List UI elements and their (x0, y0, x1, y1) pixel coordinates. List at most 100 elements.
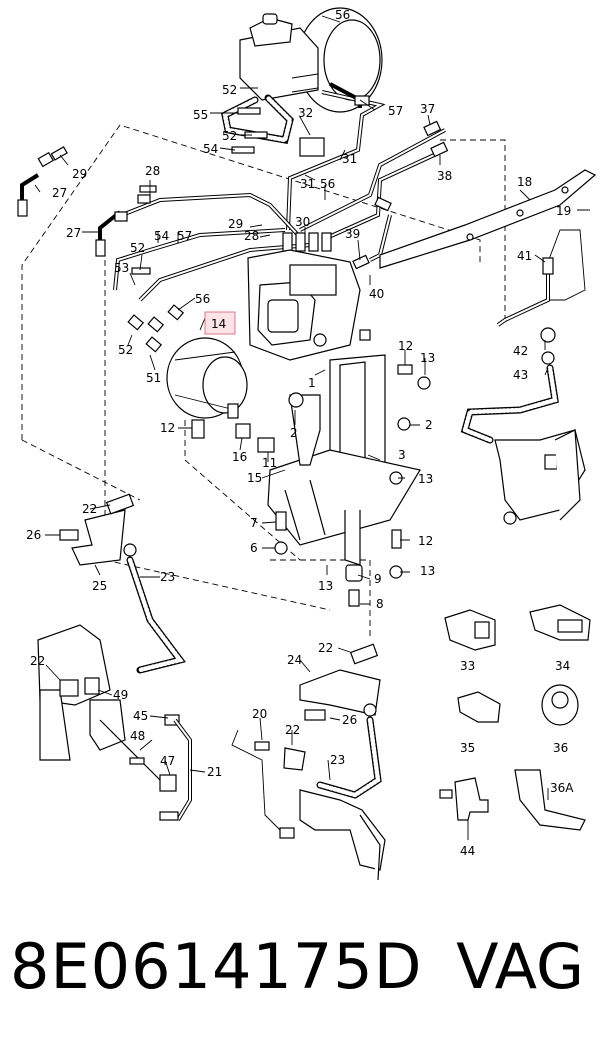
callout-36a: 36A (550, 781, 574, 795)
brake-line-20 (231, 729, 306, 839)
callout-20: 20 (252, 707, 267, 721)
callout-29: 29 (72, 167, 87, 181)
callout-9: 9 (374, 572, 382, 586)
callout-45: 45 (133, 709, 148, 723)
callout-15: 15 (247, 471, 262, 485)
brake-caliper-left (37, 624, 180, 792)
abs-hydraulic-unit (247, 249, 361, 361)
callout-56: 56 (335, 8, 350, 22)
callout-26: 26 (26, 528, 41, 542)
callout-52: 52 (118, 343, 133, 357)
brand-name: VAG (456, 930, 584, 1003)
callout-38: 38 (437, 169, 452, 183)
clip-33 (444, 609, 496, 651)
part-number: 8E0614175D (10, 930, 423, 1003)
callout-27: 27 (52, 186, 67, 200)
callout-55: 55 (193, 108, 208, 122)
rail-holder-18 (379, 169, 597, 269)
brake-hose-23-left (126, 556, 186, 674)
callout-28: 28 (244, 229, 259, 243)
carrier-24 (299, 643, 381, 721)
brake-hose-43 (460, 364, 559, 444)
callout-22: 22 (285, 723, 300, 737)
callout-52: 52 (222, 83, 237, 97)
callout-52: 52 (222, 129, 237, 143)
callout-39: 39 (345, 227, 360, 241)
callout-31: 31 (342, 152, 357, 166)
brake-caliper-center (299, 789, 386, 881)
callout-22: 22 (82, 502, 97, 516)
callout-32: 32 (298, 106, 313, 120)
callout-13: 13 (420, 351, 435, 365)
callout-54: 54 (154, 229, 169, 243)
clip-36 (541, 684, 579, 726)
callout-21: 21 (207, 765, 222, 779)
callout-30: 30 (295, 215, 310, 229)
bolts-and-nuts (191, 329, 431, 607)
callout-6: 6 (250, 541, 258, 555)
exploded-parts-diagram: 52 56 55 57 32 37 52 54 31 29 27 28 31 5… (17, 7, 597, 881)
callout-24: 24 (287, 653, 302, 667)
callout-14: 14 (211, 317, 226, 331)
callout-28: 28 (145, 164, 160, 178)
callout-16: 16 (232, 450, 247, 464)
callout-23: 23 (330, 753, 345, 767)
callout-11: 11 (262, 456, 277, 470)
callout-27: 27 (66, 226, 81, 240)
callout-23: 23 (160, 570, 175, 584)
callout-54: 54 (203, 142, 218, 156)
pressure-accumulator (166, 337, 275, 453)
callout-41: 41 (517, 249, 532, 263)
callout-13: 13 (418, 472, 433, 486)
bracket-41 (496, 229, 586, 365)
callout-18: 18 (517, 175, 532, 189)
dashed-guide-lines (21, 124, 506, 640)
callout-57: 57 (388, 104, 403, 118)
clip-36a (514, 769, 586, 831)
callout-57: 57 (177, 229, 192, 243)
clip-44 (439, 777, 489, 821)
callout-22: 22 (318, 641, 333, 655)
callout-numbers: 52 56 55 57 32 37 52 54 31 29 27 28 31 5… (26, 8, 574, 858)
callout-22: 22 (30, 654, 45, 668)
callout-25: 25 (92, 579, 107, 593)
callout-47: 47 (160, 754, 175, 768)
callout-52: 52 (130, 241, 145, 255)
callout-3: 3 (398, 448, 406, 462)
callout-56: 56 (195, 292, 210, 306)
leader-lines (34, 15, 590, 840)
callout-7: 7 (250, 516, 258, 530)
callout-8: 8 (376, 597, 384, 611)
callout-12: 12 (418, 534, 433, 548)
callout-42: 42 (513, 344, 528, 358)
callout-35: 35 (460, 741, 475, 755)
caption-bar: 8E0614175D VAG (0, 930, 600, 1040)
callout-33: 33 (460, 659, 475, 673)
callout-51: 51 (146, 371, 161, 385)
callout-31: 31 (300, 177, 315, 191)
callout-13: 13 (318, 579, 333, 593)
carrier-25 (59, 493, 137, 566)
callout-34: 34 (555, 659, 570, 673)
callout-12: 12 (160, 421, 175, 435)
callout-1: 1 (308, 376, 316, 390)
callout-13: 13 (420, 564, 435, 578)
brake-caliper-right (494, 429, 586, 525)
callout-56: 56 (320, 177, 335, 191)
callout-36: 36 (553, 741, 568, 755)
brake-line-21 (159, 718, 192, 822)
callout-2: 2 (290, 426, 298, 440)
mounting-bracket (267, 354, 421, 566)
callout-29: 29 (228, 217, 243, 231)
clip-35 (457, 691, 501, 723)
fittings (17, 95, 449, 353)
callout-43: 43 (513, 368, 528, 382)
callout-49: 49 (113, 688, 128, 702)
callout-40: 40 (369, 287, 384, 301)
callout-2: 2 (425, 418, 433, 432)
callout-44: 44 (460, 844, 475, 858)
highlighted-part-box (204, 311, 236, 335)
callout-12: 12 (398, 339, 413, 353)
callout-26: 26 (342, 713, 357, 727)
callout-37: 37 (420, 102, 435, 116)
